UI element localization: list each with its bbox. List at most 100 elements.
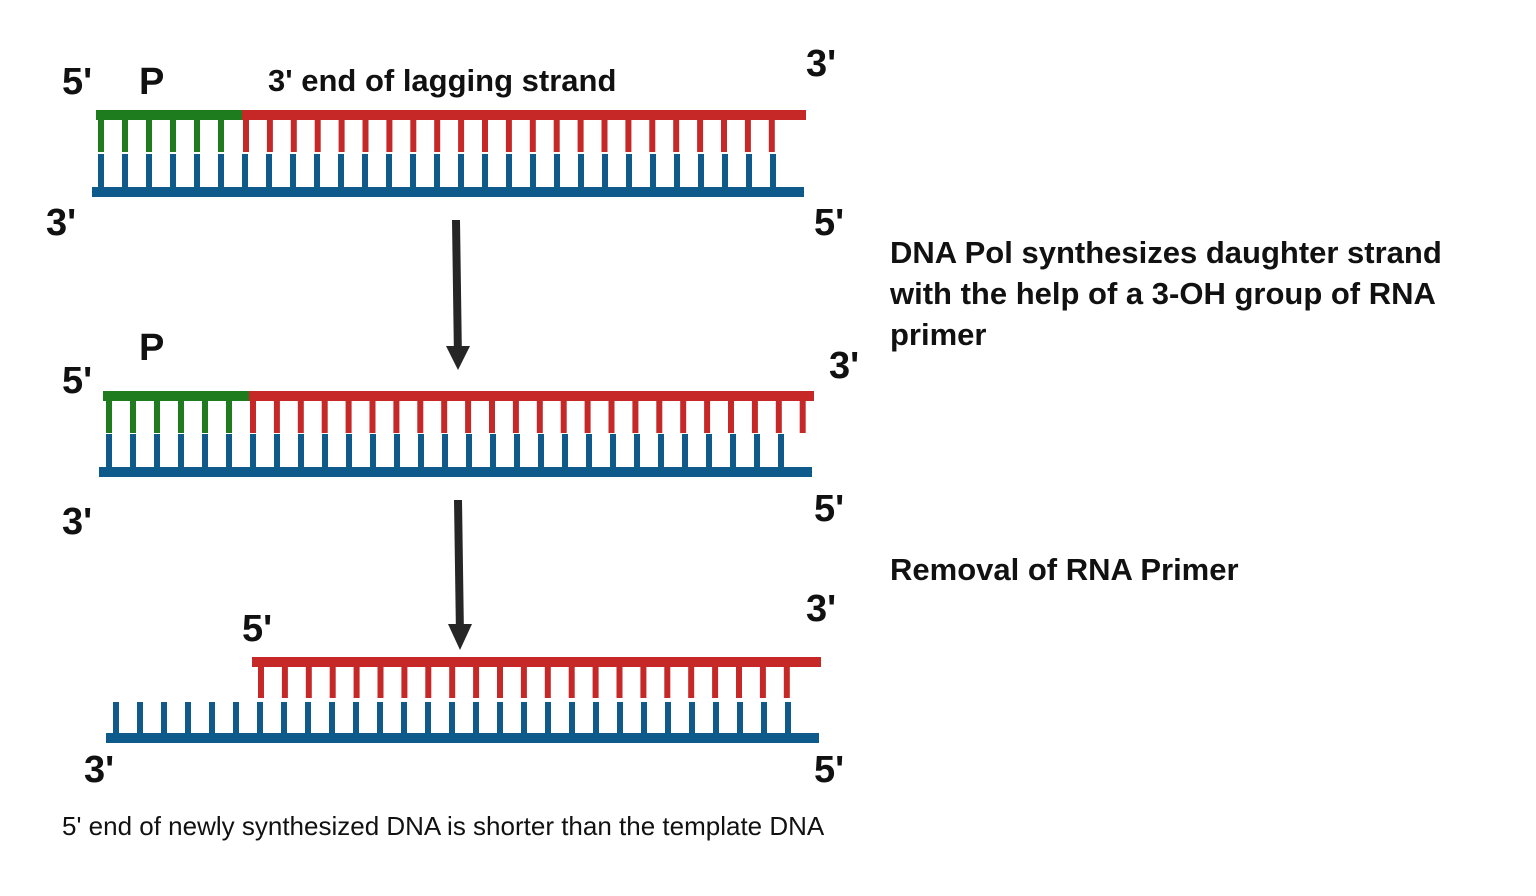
step3-template-base-20 [593,702,599,734]
step2-primer-5prime-label: 5' [62,360,93,402]
step3-daughter-5prime-label: 5' [242,608,273,650]
step1-template-right-5prime-label: 5' [814,202,845,244]
step2-template-base-21 [610,434,616,468]
step3-daughter-base-10 [497,665,503,698]
step2-template-base-22 [634,434,640,468]
step3-daughter-base-16 [640,665,647,698]
arrow-1-head [446,346,470,370]
step2-daughter-base-23 [799,399,806,433]
step1-primer-base-0 [98,118,104,152]
step1-daughter-base-2 [290,118,297,152]
step1-template-left-3prime-label: 3' [46,202,77,244]
step1-daughter-base-9 [458,118,465,152]
step2-primer-label: P [139,327,165,369]
step1-template-base-5 [218,154,224,188]
step2-template-base-10 [346,434,352,468]
step1-primer-base-1 [122,118,128,152]
step1-daughter-base-10 [482,118,488,152]
arrow-2-head [448,624,472,650]
step1-template-base-24 [674,154,680,188]
step3-daughter-base-19 [712,665,719,698]
step3-template-base-14 [449,702,455,734]
step2-daughter-base-15 [608,399,615,433]
step3-daughter-base-11 [520,665,527,698]
step2-template-base-26 [730,434,736,468]
step2-primer-base-1 [130,399,136,433]
step2-template-base-1 [130,434,136,468]
step3-template-base-6 [257,702,263,734]
step1-primer-teeth [98,118,224,152]
step3-template-base-17 [521,702,527,734]
step3-template-base-22 [641,702,647,734]
step3-template-right-5prime-label: 5' [814,749,845,791]
step2-daughter-base-6 [393,399,400,433]
step2-template-base-12 [394,434,400,468]
step3-daughter-base-6 [401,665,408,698]
step3-daughter-teeth [258,665,790,698]
step3-daughter-base-15 [616,665,623,698]
step3-daughter-base-2 [305,665,312,698]
removal-caption: Removal of RNA Primer [890,552,1239,587]
step1-daughter-base-6 [386,118,393,152]
step1-template-base-1 [122,154,128,188]
step1-template-base-13 [410,154,416,188]
step1-daughter-base-5 [362,118,369,152]
step1-template-base-17 [506,154,512,188]
step2-template-base-7 [274,434,280,468]
step3-daughter-base-0 [258,665,264,698]
synthesis-caption-line-1: DNA Pol synthesizes daughter strand [890,235,1442,270]
step3-template-base-4 [209,702,215,734]
step3-template-base-0 [113,702,119,734]
step2-template-base-24 [682,434,688,468]
step1-template-base-9 [314,154,320,188]
synthesis-caption-line-3: primer [890,317,987,352]
step2-daughter-base-9 [465,399,472,433]
step1-template-base-4 [194,154,200,188]
step3-template-base-16 [497,702,503,734]
step2-primer-teeth [106,399,232,433]
step2-template-base-28 [778,434,784,468]
step2-daughter-base-20 [728,399,734,433]
step3-template-base-19 [569,702,575,734]
step2-duplex [99,391,814,477]
step1-primer-base-3 [170,118,176,152]
step1-daughter-base-11 [505,118,512,152]
step1-template-base-25 [698,154,704,188]
step1-daughter-base-12 [529,118,536,152]
step1-template-strand [92,187,804,197]
step2-daughter-base-12 [536,399,543,433]
step1-template-base-26 [722,154,728,188]
step1-template-base-0 [98,154,104,188]
synthesis-caption-line-2: with the help of a 3-OH group of RNA [890,276,1436,311]
step2-template-base-16 [490,434,496,468]
step3-daughter-base-20 [736,665,742,698]
step2-daughter-base-13 [560,399,567,433]
step2-daughter-base-3 [321,399,328,433]
step2-template-base-11 [370,434,376,468]
step2-top-right-3prime-label: 3' [829,345,860,387]
step3-daughter-base-12 [544,665,551,698]
step2-daughter-base-7 [417,399,424,433]
step2-template-base-18 [538,434,544,468]
step3-template-base-5 [233,702,239,734]
step1-duplex [92,110,806,197]
step2-template-base-27 [754,434,760,468]
step3-daughter-base-22 [783,665,790,698]
step2-template-base-3 [178,434,184,468]
step2-template-base-6 [250,434,256,468]
step1-template-base-15 [458,154,464,188]
step1-primer-base-4 [194,118,200,152]
step1-daughter-base-19 [697,118,704,152]
arrow-1 [452,219,462,361]
step1-template-base-22 [626,154,632,188]
step1-template-base-20 [578,154,584,188]
step1-primer-base-5 [218,118,224,152]
step1-daughter-base-20 [721,118,727,152]
step3-template-base-28 [785,702,791,734]
step2-daughter-base-11 [512,399,519,433]
step1-template-base-11 [362,154,368,188]
step2-daughter-base-1 [273,399,280,433]
step1-daughter-base-15 [601,118,608,152]
step2-daughter-base-10 [489,399,495,433]
step3-template-base-15 [473,702,479,734]
